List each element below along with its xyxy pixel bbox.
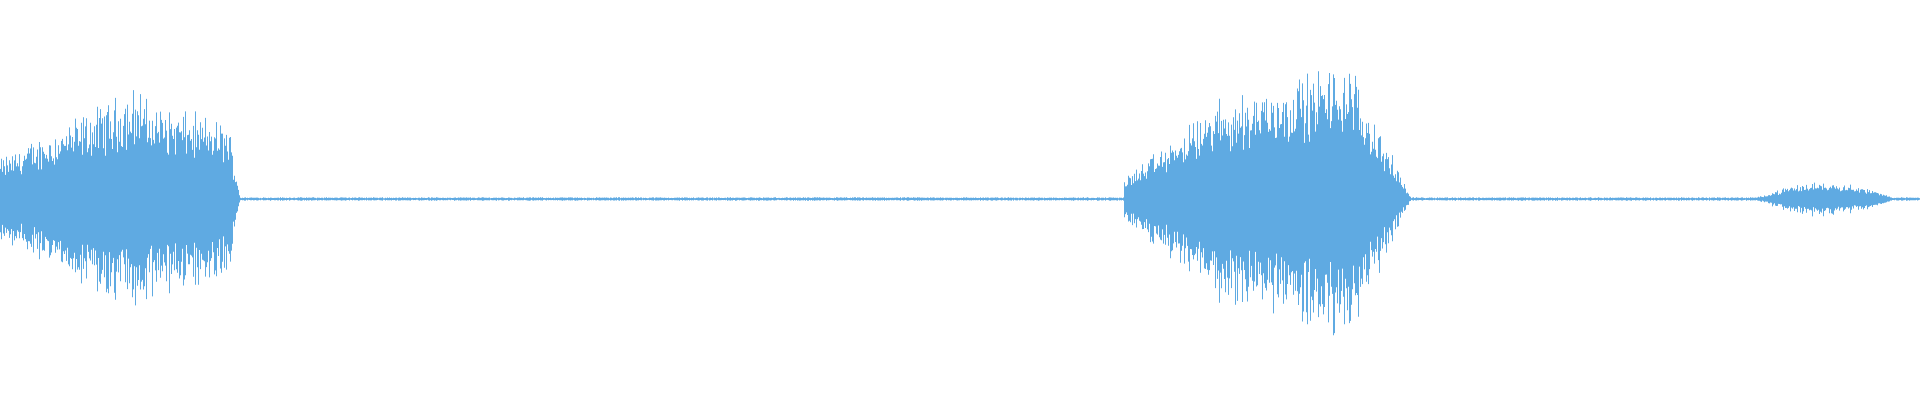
- waveform-bars: [0, 71, 1920, 336]
